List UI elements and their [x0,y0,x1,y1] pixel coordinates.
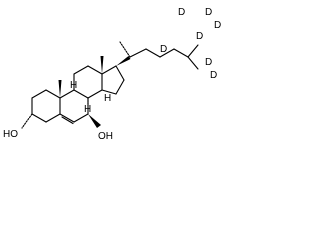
hydroxyl-label-c3: HO [3,129,18,140]
deuterium-label: D [210,70,217,81]
methyl-c13-wedge [100,56,104,74]
deuterium-label: D [160,44,167,55]
deuterium-label: D [214,20,221,31]
deuterium-label: D [196,31,203,42]
ring-a [31,89,61,123]
c7-o-wedge [88,114,101,128]
ring-c [73,65,103,99]
stereo-h-label: H [70,80,77,91]
stereo-h-label: H [84,104,91,115]
molecule-canvas: HO OH D D D D D D D H H H [0,0,223,159]
deuterium-label: D [205,57,212,68]
ring-d [101,65,125,95]
c3-o-bond [21,113,33,129]
methyl-c10-wedge [58,80,62,98]
molecule-structure: HO OH D D D D D D D H H H [3,7,221,142]
deuterium-label: D [205,7,212,18]
deuterium-label: D [178,7,185,18]
stereo-h-label: H [104,93,111,104]
side-chain [116,41,199,70]
hydroxyl-label-c7: OH [98,131,113,142]
